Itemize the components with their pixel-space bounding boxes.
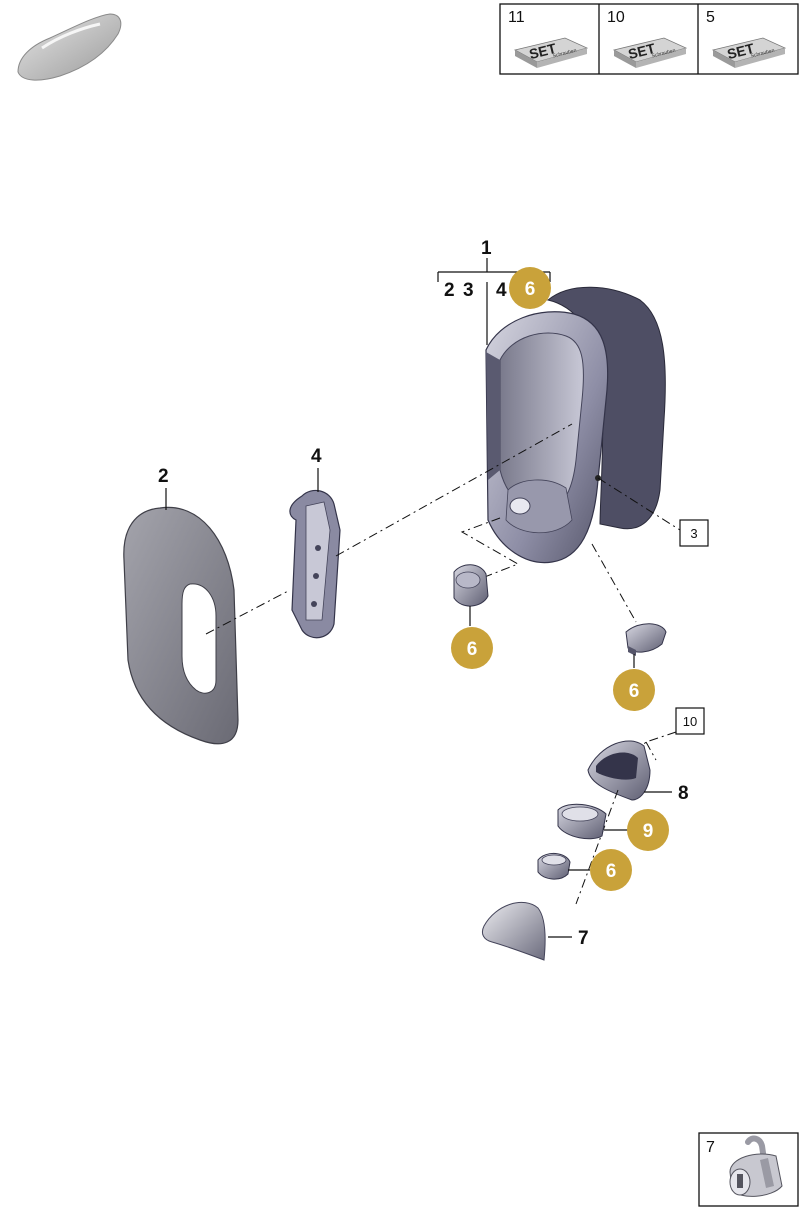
callout-lock-part-8[interactable]: 8 [644, 783, 689, 804]
callout-number: 2 [158, 466, 169, 487]
badge-ring-9[interactable]: 9 [627, 809, 669, 851]
callout-number: 3 [690, 526, 697, 541]
badge-number: 6 [606, 861, 617, 882]
cap-part[interactable] [481, 901, 546, 961]
ring-part[interactable] [557, 803, 628, 840]
lock-housing-part[interactable] [587, 740, 651, 801]
bracket-part[interactable] [289, 489, 341, 639]
callout-cover-plate[interactable]: 2 [158, 466, 169, 510]
set-kit-number: 5 [706, 9, 715, 26]
badge-number: 9 [643, 821, 654, 842]
callout-number: 8 [678, 783, 689, 804]
assembly-line [575, 789, 619, 905]
assembly-line [205, 589, 291, 635]
lock-cylinder-number: 7 [706, 1139, 715, 1156]
cover-plate-part[interactable] [123, 506, 239, 745]
car-model-icon [17, 13, 122, 81]
set-kit-sublabel: Schrauben [552, 48, 577, 60]
set-kit-cell[interactable]: 5 SET Schrauben [706, 9, 787, 68]
set-kit-label: SET [725, 40, 756, 62]
callout-sub-number: 2 [444, 280, 455, 301]
set-kit-label: SET [527, 40, 558, 62]
clip-right-part[interactable] [625, 623, 667, 668]
lock-cylinder-icon [729, 1135, 783, 1197]
set-kit-sublabel: Schrauben [750, 48, 775, 60]
set-kit-sublabel: Schrauben [651, 48, 676, 60]
callout-number: 4 [311, 446, 322, 467]
set-kit-cell[interactable]: 10 SET Schrauben [607, 9, 688, 68]
callout-number: 1 [481, 238, 492, 259]
callout-boxed-3[interactable]: 3 [597, 477, 709, 547]
callout-bracket[interactable]: 4 [311, 446, 322, 492]
callout-cap-7[interactable]: 7 [548, 928, 589, 949]
badge-number: 6 [467, 639, 478, 660]
clip-lower-part[interactable] [537, 853, 590, 880]
clip-left-part[interactable] [453, 564, 489, 626]
callout-number: 7 [578, 928, 589, 949]
callout-boxed-10[interactable]: 10 [635, 707, 705, 761]
badge-top[interactable]: 6 [509, 267, 551, 309]
set-kit-label: SET [626, 40, 657, 62]
set-kit-table: 11 SET Schrauben 10 SET Schrauben 5 [499, 3, 799, 75]
callout-number: 10 [683, 714, 697, 729]
housing-part[interactable] [485, 286, 666, 564]
callout-sub-number: 3 [463, 280, 474, 301]
badge-number: 6 [629, 681, 640, 702]
badge-left-clip[interactable]: 6 [451, 627, 493, 669]
set-kit-cell[interactable]: 11 SET Schrauben [508, 9, 589, 68]
lock-cylinder-box[interactable]: 7 [698, 1132, 799, 1207]
badge-number: 6 [525, 279, 536, 300]
assembly-line [335, 423, 573, 557]
badge-clip-lower[interactable]: 6 [590, 849, 632, 891]
assembly-line [460, 517, 520, 579]
badge-right-clip[interactable]: 6 [613, 669, 655, 711]
set-kit-number: 11 [508, 9, 525, 26]
callout-sub-number: 4 [496, 280, 507, 301]
set-kit-number: 10 [607, 9, 625, 26]
assembly-line [591, 543, 637, 623]
